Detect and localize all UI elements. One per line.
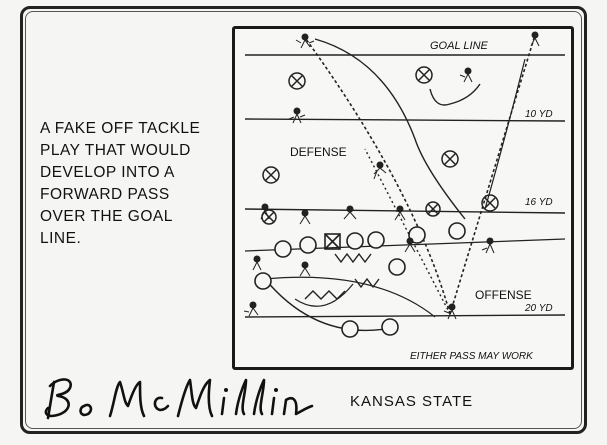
pass-route-mid [364, 148, 451, 315]
line-of-scrimmage [244, 238, 566, 252]
goal-line-label: GOAL LINE [430, 40, 489, 52]
defender-marker [425, 201, 441, 217]
field-drawing: GOAL LINE 10 YD 16 YD 20 YD DEFENSE OFFE… [243, 31, 566, 362]
offense-player [448, 222, 466, 240]
block-scribble [304, 290, 346, 300]
offense-player [408, 226, 426, 244]
offense-player [346, 232, 364, 250]
caption-line: LINE. [40, 230, 82, 247]
player-figure [252, 255, 262, 271]
caption-line: DEVELOP INTO A [40, 164, 175, 181]
defender-marker [441, 150, 459, 168]
inner-border [25, 11, 582, 429]
back-route [264, 278, 386, 332]
defender-route [484, 58, 526, 210]
pass-route-left [302, 34, 451, 315]
player-figure [288, 107, 306, 124]
yard-20-label: 20 YD [524, 303, 553, 314]
player-figure [343, 205, 357, 220]
player-figure [260, 203, 270, 220]
player-figure [295, 33, 315, 49]
defender-marker [481, 194, 499, 212]
caption-line: PLAY THAT WOULD [40, 142, 191, 159]
caption-line: A FAKE OFF TACKLE [40, 120, 201, 137]
player-figure [394, 205, 406, 221]
defender-route [429, 83, 481, 106]
block-scribble [354, 277, 380, 289]
player-figure [299, 209, 311, 225]
offense-player [367, 231, 385, 249]
yard-line-16 [244, 208, 566, 214]
offense-player [274, 240, 292, 258]
offense-label: OFFENSE [475, 288, 532, 302]
offense-player [388, 258, 406, 276]
caption-line: OVER THE GOAL [40, 208, 173, 225]
defender-route [314, 38, 466, 220]
block-scribble [334, 252, 372, 264]
player-figure [481, 237, 495, 254]
player-figure [459, 67, 473, 83]
pass-route-right [449, 34, 536, 315]
signature [44, 378, 314, 420]
player-figure [243, 301, 259, 317]
yard-16-label: 16 YD [525, 197, 553, 208]
yard-10-label: 10 YD [525, 109, 553, 120]
yard-line-10 [244, 118, 566, 122]
player-figure [404, 237, 416, 253]
defense-label: DEFENSE [290, 145, 347, 159]
offense-player [341, 320, 359, 338]
yard-line-20 [244, 314, 566, 318]
player-figure [373, 161, 387, 180]
outer-border [20, 6, 587, 434]
play-caption: A FAKE OFF TACKLE PLAY THAT WOULD DEVELO… [40, 118, 230, 250]
back-route [264, 276, 436, 318]
offense-player [381, 318, 399, 336]
player-figure [530, 31, 540, 47]
school-name: KANSAS STATE [350, 393, 474, 410]
offense-player [299, 236, 317, 254]
player-figure [299, 261, 311, 277]
play-diagram: GOAL LINE 10 YD 16 YD 20 YD DEFENSE OFFE… [232, 26, 574, 370]
defender-marker [415, 66, 433, 84]
center-marker [324, 233, 341, 250]
defender-marker [262, 166, 280, 184]
either-pass-note: EITHER PASS MAY WORK [410, 351, 534, 362]
caption-line: FORWARD PASS [40, 186, 170, 203]
back-route [294, 283, 354, 307]
defender-marker [288, 72, 306, 90]
player-figure [443, 303, 457, 320]
offense-player [254, 272, 272, 290]
